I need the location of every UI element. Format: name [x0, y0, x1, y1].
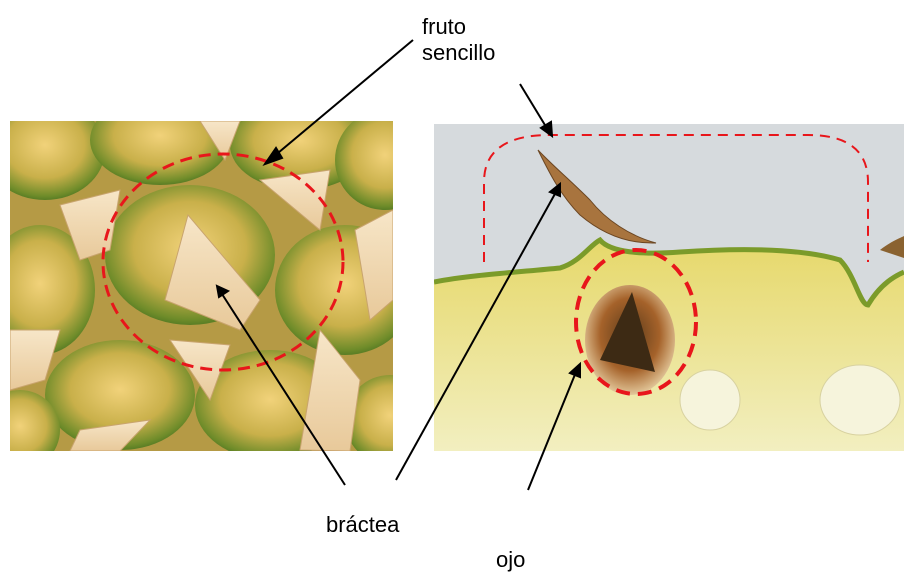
pineapple-skin-photo — [0, 95, 435, 470]
arrow-fruto-right — [520, 84, 548, 130]
label-fruto-line1: fruto — [422, 14, 542, 40]
label-ojo: ojo — [496, 547, 525, 573]
pineapple-section-photo — [434, 124, 904, 451]
label-fruto-sencillo: fruto sencillo — [422, 14, 542, 66]
label-bractea: bráctea — [326, 512, 399, 538]
label-fruto-line2: sencillo — [422, 40, 542, 66]
flesh-hole-2 — [820, 365, 900, 435]
flesh-hole-1 — [680, 370, 740, 430]
